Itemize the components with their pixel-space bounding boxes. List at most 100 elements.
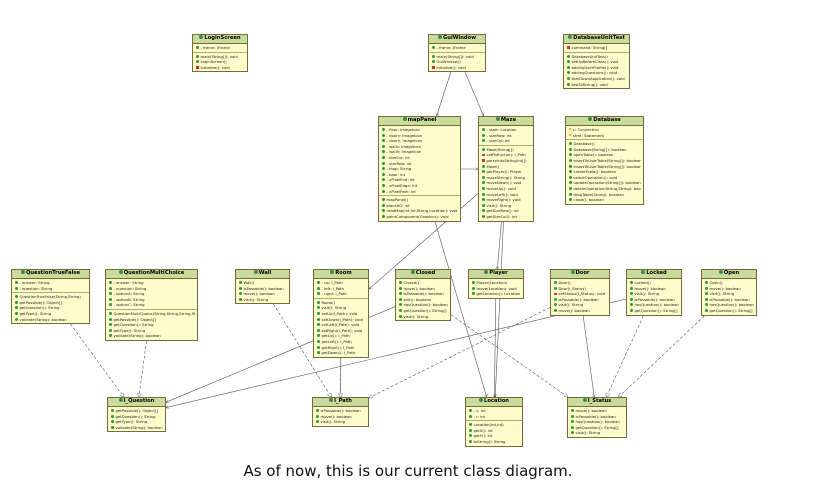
class-name-label: Location bbox=[484, 398, 509, 404]
member-text: Wall() bbox=[243, 280, 255, 285]
member-row: setUp(I_Path): void bbox=[317, 311, 366, 317]
member-row: - r: int bbox=[469, 414, 520, 420]
member-row: tearDownApplication(): void bbox=[567, 76, 627, 82]
public-member-icon bbox=[111, 425, 114, 429]
class-mappanel[interactable]: mapPanel- floor: ImageIcon- doorv: Image… bbox=[378, 116, 461, 222]
class-name-label: LoginScreen bbox=[204, 35, 241, 41]
public-member-icon bbox=[382, 209, 385, 213]
member-text: visit(): String bbox=[321, 305, 347, 311]
member-row: getPossible(): Object[] bbox=[111, 408, 163, 414]
public-member-icon bbox=[554, 297, 557, 301]
member-text: hasQuestion(): boolean bbox=[403, 302, 448, 308]
member-row: updateOperation(String[]): boolean bbox=[569, 180, 641, 186]
member-row: getSizeCol(): int bbox=[482, 214, 531, 220]
member-text: mazeString(): String bbox=[486, 174, 525, 180]
member-text: Door() bbox=[558, 280, 571, 285]
class-maze[interactable]: Maze- start: Location- sizeRow: int- siz… bbox=[478, 116, 534, 222]
member-row: getType(): String bbox=[109, 328, 195, 334]
member-text: - c: int bbox=[473, 408, 486, 413]
member-text: - xPixelEdge: int bbox=[386, 182, 418, 188]
member-text: getType(): String bbox=[115, 419, 148, 425]
member-text: getQuestion(): String[] bbox=[403, 307, 447, 313]
private-member-icon bbox=[482, 153, 485, 157]
member-row: visit(): String bbox=[554, 302, 607, 308]
member-row: paintComponent(Graphics): void bbox=[382, 214, 458, 220]
public-member-icon bbox=[630, 281, 633, 285]
private-member-icon bbox=[196, 66, 199, 69]
member-text: visit(): String bbox=[575, 430, 601, 436]
public-member-icon bbox=[111, 414, 114, 418]
member-row: getDown(): I_Path bbox=[317, 350, 366, 356]
member-text: Location(int,int) bbox=[473, 422, 504, 428]
member-text: getLocation(): Location bbox=[476, 291, 521, 297]
member-text: createTable(): boolean bbox=[573, 169, 617, 175]
member-text: Player(Location) bbox=[476, 280, 508, 285]
public-member-icon bbox=[111, 409, 114, 413]
public-member-icon bbox=[630, 297, 633, 301]
member-text: - up: I_Path bbox=[321, 280, 343, 285]
member-row: addingUserProfile(): void bbox=[567, 65, 627, 71]
class-icon bbox=[330, 270, 335, 275]
class-name-label: GuiWindow bbox=[443, 35, 476, 41]
protected-member-icon bbox=[569, 133, 572, 137]
public-member-icon bbox=[630, 292, 633, 296]
member-text: isPassable(): boolean bbox=[558, 296, 599, 302]
class-name-label: I_Path bbox=[334, 398, 352, 404]
public-member-icon bbox=[317, 334, 320, 338]
member-text: - question: String bbox=[19, 285, 53, 291]
fields-section: command: String[] bbox=[564, 44, 629, 53]
public-member-icon bbox=[472, 292, 475, 296]
public-member-icon bbox=[317, 323, 320, 327]
member-row: QuestionMultiChoice(String,String,String… bbox=[109, 311, 195, 317]
public-member-icon bbox=[567, 82, 570, 86]
public-member-icon bbox=[567, 60, 570, 64]
public-member-icon bbox=[472, 286, 475, 290]
member-text: isPassable(): boolean bbox=[243, 285, 284, 291]
realization-arrow bbox=[606, 315, 644, 397]
member-row: moveDown(): void bbox=[482, 180, 531, 186]
member-text: - doorv: ImageIcon bbox=[386, 132, 423, 138]
public-member-icon bbox=[239, 286, 242, 290]
member-row: addingQuestions(): void bbox=[567, 70, 627, 76]
member-text: - sizeCol: int bbox=[386, 154, 410, 160]
member-text: getPlayer(): Player bbox=[486, 169, 522, 175]
member-row: getQuestion(): String[] bbox=[399, 308, 448, 314]
member-row: - c: int bbox=[469, 408, 520, 414]
fields-section: - floor: ImageIcon- doorv: ImageIcon- do… bbox=[379, 126, 460, 197]
public-member-icon bbox=[569, 159, 572, 163]
member-row: isPassable(): boolean bbox=[571, 414, 624, 420]
member-text: selectOperation(): void bbox=[573, 174, 618, 180]
class-room[interactable]: Room- up: I_Path- left: I_Path- right: I… bbox=[313, 269, 369, 358]
member-row: - question: String bbox=[109, 286, 195, 292]
member-row: getUp(): I_Path bbox=[317, 333, 366, 339]
public-member-icon bbox=[569, 164, 572, 168]
class-name: LoginScreen bbox=[193, 35, 247, 44]
member-row: command: String[] bbox=[567, 45, 627, 51]
member-row: move(): boolean bbox=[316, 414, 366, 420]
class-questiontruefalse[interactable]: QuestionTrueFalse- answer: String- quest… bbox=[11, 269, 90, 325]
member-row: move(): boolean bbox=[399, 286, 448, 292]
members-section: getPossible(): Object[]getQuestion(): St… bbox=[108, 407, 165, 431]
class-name-label: QuestionMultiChoice bbox=[123, 270, 185, 276]
class-questionmultichoice[interactable]: QuestionMultiChoice- answer: String- que… bbox=[105, 269, 198, 341]
member-text: testToString(): void bbox=[571, 81, 608, 87]
member-row: QuestionTrueFalse(String,String) bbox=[15, 294, 87, 300]
